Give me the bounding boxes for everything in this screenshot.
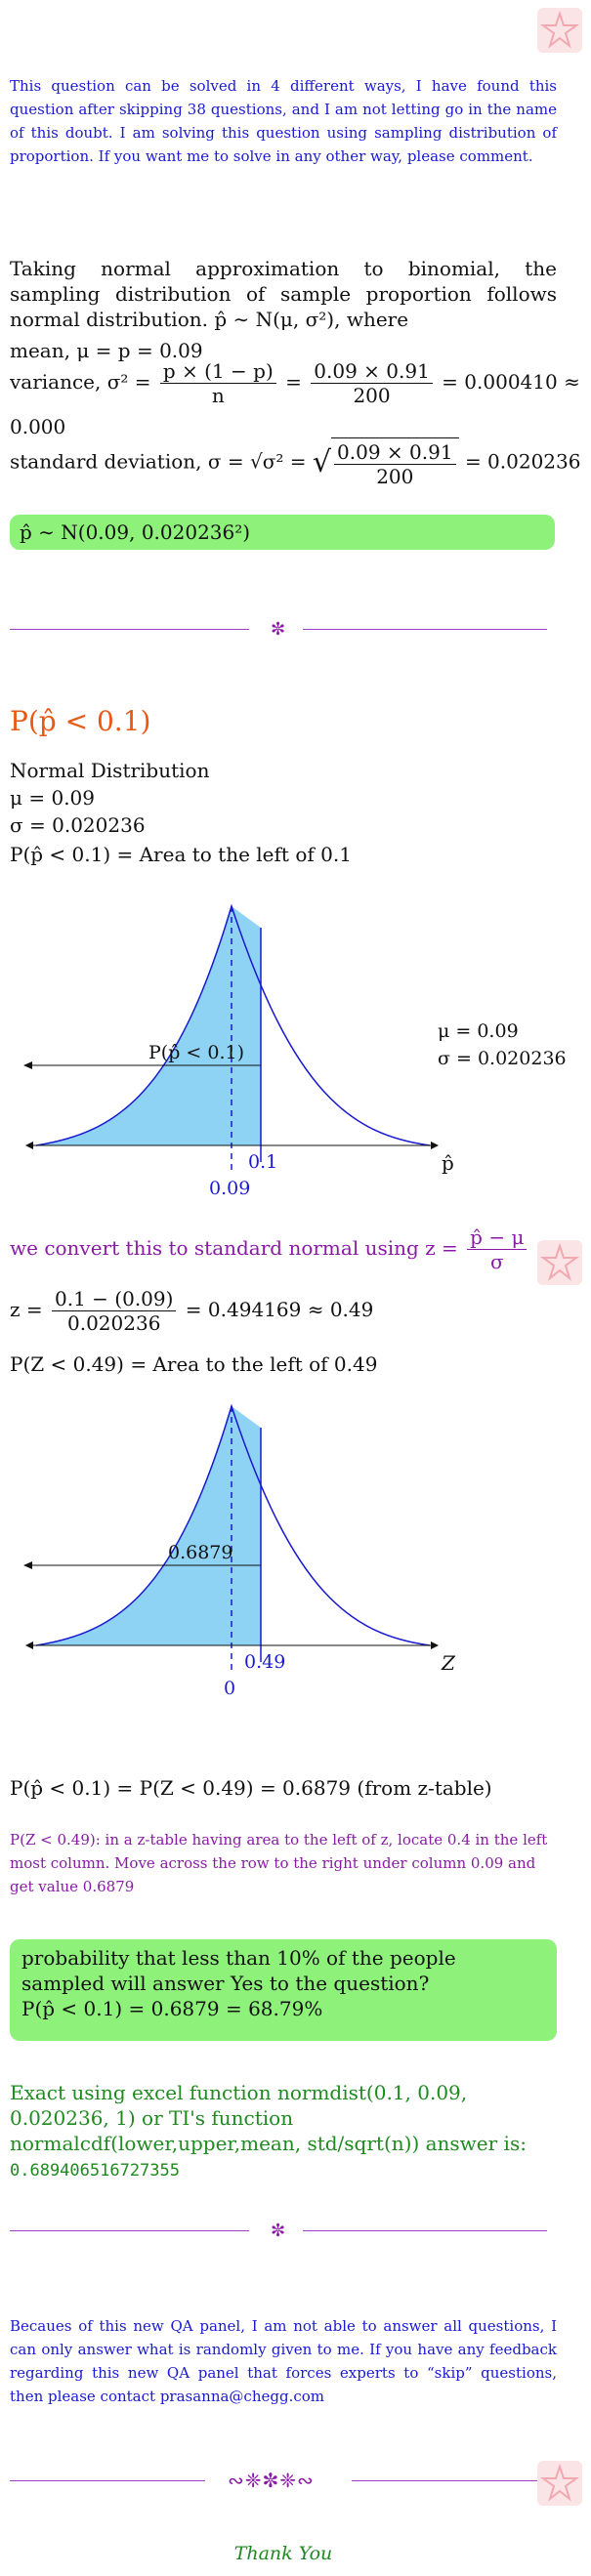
normal-curve-graph-2: 0.6879 0.49 0 Z [23,1403,456,1699]
region-arrow-head-1 [23,1061,32,1069]
divider-left-2 [10,2230,249,2231]
normal-curve-graph-1: P(p̂ < 0.1) 0.1 0.09 p̂ μ = 0.09 σ = 0.0… [23,903,567,1199]
excel-answer: 0.689406516727355 [10,2161,180,2181]
z-calc-line: z = 0.1 − (0.09) 0.020236 = 0.494169 ≈ 0… [10,1287,373,1335]
ornament-icon: ✼ [271,619,286,640]
dist-statement: p̂ ∼ N(μ, σ²), where [214,308,409,331]
sd-radical: 0.09 × 0.91 200 [331,437,459,488]
convert-frac-num: p̂ − μ [467,1226,528,1250]
variance-fraction-2: 0.09 × 0.91 200 [311,359,433,407]
mean-line: mean, μ = p = 0.09 [10,339,203,362]
graph2-axis-label: Z [441,1651,456,1675]
x-axis-arrow-right-2 [431,1641,439,1649]
footer-note: Becaues of this new QA panel, I am not a… [10,2317,557,2405]
variance-label: variance, σ² = [10,370,151,394]
variance-frac1-num: p × (1 − p) [159,359,276,384]
x-axis-arrow-left-1 [25,1142,33,1149]
variance-frac2-den: 200 [353,384,391,407]
graph1-mean-mark: 0.09 [209,1178,250,1199]
graph2-mean-mark: 0 [224,1678,235,1699]
distribution-box: p̂ ∼ N(0.09, 0.020236²) [10,515,555,550]
graph2-x-mark: 0.49 [244,1651,285,1673]
graph1-x-mark: 0.1 [248,1151,277,1173]
divider-left [10,629,249,630]
variance-frac2-num: 0.09 × 0.91 [311,359,433,384]
excel-line: Exact using excel function normdist(0.1,… [10,2081,527,2155]
variance-rounded: 0.000 [10,415,66,438]
graph1-axis-label: p̂ [442,1151,454,1175]
convert-frac-den: σ [489,1250,504,1273]
area-text: P(p̂ < 0.1) = Area to the left of 0.1 [10,843,352,866]
graph1-side-mu: μ = 0.09 [438,1020,519,1042]
convert-line: we convert this to standard normal using… [10,1226,529,1273]
sd-fraction: 0.09 × 0.91 200 [334,440,456,488]
thank-you: Thank You [233,2543,333,2564]
divider-left-3 [10,2480,205,2481]
shaded-area-1 [36,906,261,1145]
sd-result: = 0.020236 [464,449,581,474]
x-axis-arrow-right-1 [431,1142,439,1149]
z-calc-frac-den: 0.020236 [67,1311,161,1335]
divider-right-3 [352,2480,547,2481]
answer-box: probability that less than 10% of the pe… [10,1939,557,2041]
ztable-note: P(Z < 0.49): in a z-table having area to… [10,1831,548,1895]
convert-text: we convert this to standard normal using… [10,1236,458,1260]
intro-note: This question can be solved in 4 differe… [10,77,557,165]
section-sigma: σ = 0.020236 [10,813,146,837]
section-mu: μ = 0.09 [10,786,96,810]
graph1-side-sigma: σ = 0.020236 [438,1048,567,1069]
answer-question: probability that less than 10% of the pe… [21,1946,456,1995]
normal-approx-text: Taking normal approximation to binomial,… [10,256,557,332]
z-calc-frac-num: 0.1 − (0.09) [52,1287,177,1311]
divider-right [303,629,547,630]
star-stamp-icon [537,8,582,53]
variance-line: variance, σ² = p × (1 − p) n = 0.09 × 0.… [10,359,580,407]
excel-note: Exact using excel function normdist(0.1,… [10,2080,557,2183]
sd-label: standard deviation, σ = √σ² = [10,449,307,474]
variance-result: = 0.000410 ≈ [442,370,580,394]
normal-approx-line: Taking normal approximation to binomial,… [10,257,557,331]
convert-fraction: p̂ − μ σ [467,1226,528,1273]
z-area-text: P(Z < 0.49) = Area to the left of 0.49 [10,1352,378,1376]
answer-value: P(p̂ < 0.1) = 0.6879 = 68.79% [21,1997,323,2020]
z-calc-rhs: = 0.494169 ≈ 0.49 [185,1298,374,1321]
star-stamp-icon-3 [537,2461,582,2506]
result-line: P(p̂ < 0.1) = P(Z < 0.49) = 0.6879 (from… [10,1776,492,1800]
sd-frac-den: 200 [376,465,414,488]
divider-right-2 [303,2230,547,2231]
graph1-region-label: P(p̂ < 0.1) [148,1042,244,1063]
variance-frac1-den: n [211,384,225,407]
variance-fraction-1: p × (1 − p) n [159,359,276,407]
dist-name: Normal Distribution [10,759,210,782]
z-calc-fraction: 0.1 − (0.09) 0.020236 [52,1287,177,1335]
ornament-icon-2: ✼ [271,2221,286,2241]
x-axis-arrow-left-2 [25,1641,33,1649]
star-stamp-icon-2 [537,1240,582,1285]
shaded-area-2 [36,1406,261,1645]
flourish-ornament-icon: ∾❈✼❈∾ [228,2469,315,2492]
section-title: P(p̂ < 0.1) [10,705,151,737]
sd-frac-num: 0.09 × 0.91 [334,440,456,465]
sd-line: standard deviation, σ = √σ² = √ 0.09 × 0… [10,437,580,488]
region-arrow-head-2 [23,1561,32,1569]
graph2-region-label: 0.6879 [168,1542,232,1563]
z-calc-lhs: z = [10,1298,43,1321]
